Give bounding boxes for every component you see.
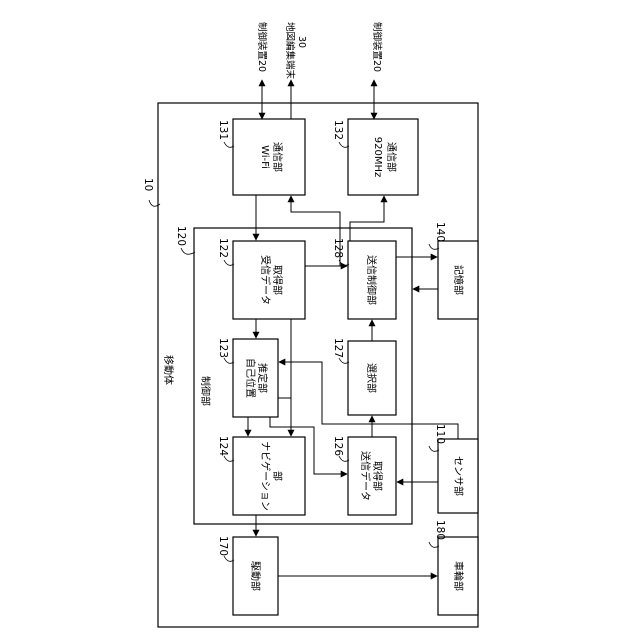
navigation-label-2: 部 — [271, 471, 284, 481]
tx-data-label-1: 送信データ — [359, 451, 372, 501]
navigation-label-1: ナビゲーション — [259, 441, 271, 511]
tx-control-ref: 128 — [332, 238, 344, 258]
selection-ref: 127 — [332, 338, 344, 358]
self-position-label-2: 推定部 — [256, 363, 269, 393]
radio-920mhz-ref: 132 — [332, 120, 344, 140]
wheels-ref: 180 — [434, 520, 446, 540]
mobile-body-ref: 10 — [142, 178, 154, 191]
external-map-terminal-number: 30 — [296, 36, 307, 48]
wifi-comm-ref: 131 — [217, 120, 229, 140]
radio-920mhz-label-1: 920MHz — [372, 137, 383, 177]
external-control-device-label: 制御装置20 — [256, 22, 268, 72]
tx-control-label: 送信制御部 — [365, 255, 378, 305]
received-data-label-2: 取得部 — [271, 265, 284, 295]
wheels-label: 車輪部 — [452, 561, 465, 591]
drive-ref: 170 — [217, 536, 229, 556]
external-map-terminal-label: 地図編集端末 — [284, 22, 296, 80]
wifi-comm-label-2: 通信部 — [271, 142, 284, 172]
external-control-device-label-2: 制御装置20 — [371, 22, 383, 72]
arrow-tx-control-to-920mhz — [350, 196, 384, 241]
tx-data-label-2: 取得部 — [371, 461, 384, 491]
tx-data-ref: 126 — [332, 436, 344, 456]
drive-label: 駆動部 — [249, 561, 262, 591]
mobile-body-label: 移動体 — [162, 355, 175, 385]
received-data-label-1: 受信データ — [259, 255, 272, 305]
storage-label: 記憶部 — [452, 265, 465, 295]
radio-920mhz-label-2: 通信部 — [385, 142, 398, 172]
self-position-ref: 123 — [217, 338, 229, 358]
control-unit-label: 制御部 — [199, 376, 212, 406]
self-position-label-1: 自己位置 — [244, 358, 257, 398]
control-unit-ref: 120 — [175, 226, 187, 246]
received-data-ref: 122 — [217, 238, 229, 258]
mobile-body-frame — [158, 103, 478, 627]
storage-ref: 140 — [434, 222, 446, 242]
sensor-label: センサ部 — [452, 456, 465, 496]
selection-label: 選択部 — [365, 363, 378, 393]
control-unit-leader — [181, 248, 195, 254]
sensor-ref: 110 — [434, 424, 446, 444]
wifi-comm-label-1: Wi-Fi — [259, 145, 270, 169]
navigation-ref: 124 — [217, 436, 229, 456]
